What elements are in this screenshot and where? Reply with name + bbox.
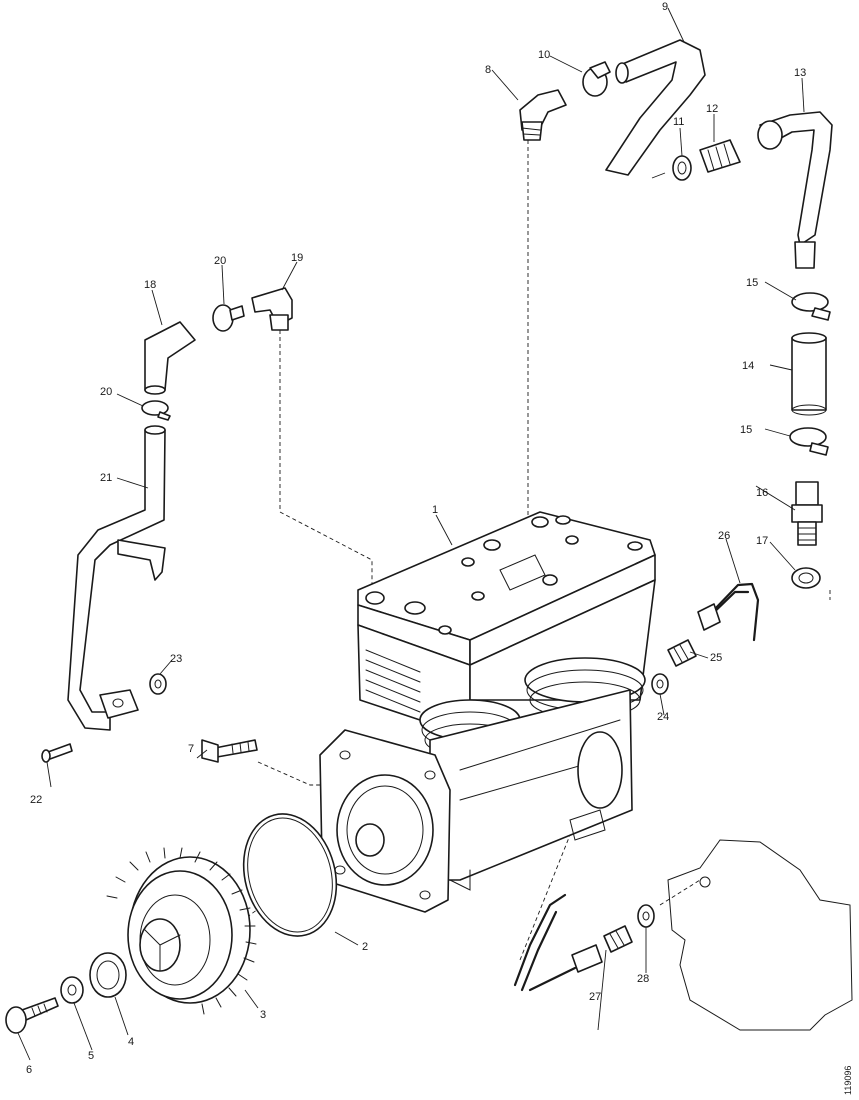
leader-lines [17,7,805,1061]
drawing-reference-number: 119096 [843,1066,853,1095]
callout-4: 4 [128,1036,134,1048]
callout-17: 17 [756,535,768,547]
drive-gear [106,847,257,1015]
adapter-fitting-25 [667,639,697,667]
callout-18: 18 [144,279,156,291]
callout-19: 19 [291,252,303,264]
flex-line-lower [513,893,603,992]
callout-27: 27 [589,991,601,1003]
callout-8: 8 [485,64,491,76]
elbow-fitting-top [519,89,567,141]
top-hose [605,39,706,176]
seal-washer-11 [672,155,692,181]
callout-9: 9 [662,1,668,13]
callout-26: 26 [718,530,730,542]
sealing-ring-17 [791,567,821,589]
callout-20-lower: 20 [100,386,112,398]
callout-28: 28 [637,973,649,985]
callout-5: 5 [88,1050,94,1062]
threaded-nipple-16 [791,481,823,546]
tee-fitting-19 [251,287,293,331]
gear-bolt [5,997,59,1034]
fitting-27 [603,925,633,953]
callout-22: 22 [30,794,42,806]
callout-7: 7 [188,743,194,755]
long-pipe-21 [67,425,166,731]
callout-1: 1 [432,504,438,516]
washer-28 [637,904,655,928]
hose-clamp-15-upper [791,292,831,321]
bent-pipe-13 [757,111,833,269]
hose-clamp-15-lower [789,427,829,456]
callout-20-upper: 20 [214,255,226,267]
callout-12: 12 [706,103,718,115]
gasket-23 [149,673,167,695]
washer-24 [651,673,669,695]
washer [60,976,84,1004]
callout-24: 24 [657,711,669,723]
flange-bolt [201,739,258,763]
callout-21: 21 [100,472,112,484]
callout-25: 25 [710,652,722,664]
gear-gasket [89,952,127,998]
callout-23: 23 [170,653,182,665]
compressor-body [319,511,656,913]
callout-3: 3 [260,1009,266,1021]
o-ring-seal [242,813,338,937]
hose-sleeve-14 [791,332,827,416]
hose-clamp-10 [582,61,611,97]
callout-2: 2 [362,941,368,953]
hose-clamp-20-upper [212,304,245,332]
screw-22 [41,743,73,763]
union-fitting-12 [699,139,741,173]
callout-14: 14 [742,360,754,372]
callout-13: 13 [794,67,806,79]
gear-teeth [106,847,257,1015]
callout-11: 11 [673,116,684,128]
callout-labels: 1 2 3 4 5 6 7 8 9 10 11 12 13 14 15 15 1… [26,1,853,1095]
elbow-hose-18 [144,321,196,395]
flex-line-26 [697,582,760,642]
hose-clamp-20-lower [141,400,171,421]
housing-outline [667,839,853,1031]
callout-6: 6 [26,1064,32,1076]
callout-15-lower: 15 [740,424,752,436]
callout-10: 10 [538,49,550,61]
callout-16: 16 [756,487,768,499]
callout-15-upper: 15 [746,277,758,289]
